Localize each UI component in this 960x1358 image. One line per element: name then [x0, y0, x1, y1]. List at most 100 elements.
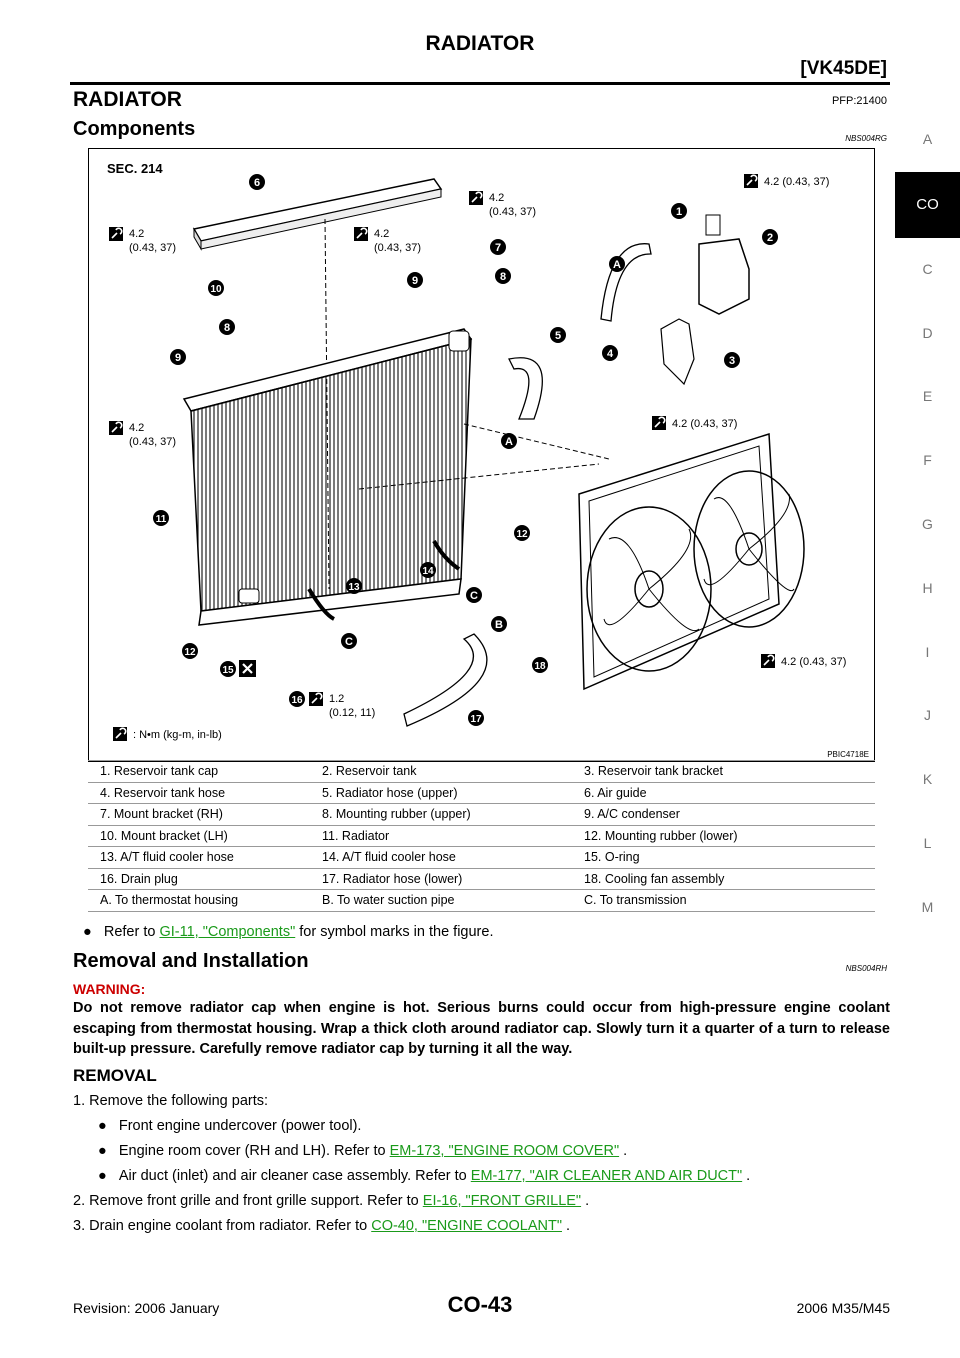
table-row: 10. Mount bracket (LH) 11. Radiator 12. … — [88, 824, 875, 847]
index-J[interactable]: J — [924, 707, 931, 724]
callout-6: 6 — [249, 174, 265, 190]
callout-10: 10 — [208, 280, 224, 296]
bullet-icon: ● — [98, 1118, 107, 1134]
svg-text:1: 1 — [676, 206, 682, 218]
removal-step-3: 3. Drain engine coolant from radiator. R… — [73, 1218, 571, 1234]
table-row: 1. Reservoir tank cap 2. Reservoir tank … — [88, 760, 875, 782]
index-L[interactable]: L — [923, 834, 932, 851]
cooling-fan-assembly-drawing — [358, 423, 805, 691]
torque-spec-7: 4.2 (0.43, 37) — [760, 653, 846, 669]
svg-text:(0.43, 37): (0.43, 37) — [374, 242, 421, 254]
page-number: CO-43 — [447, 1292, 513, 1317]
link-co-40[interactable]: CO-40, "ENGINE COOLANT" — [371, 1218, 562, 1234]
torque-spec-6: 4.2 (0.43, 37) — [651, 415, 737, 431]
svg-text:(0.12, 11): (0.12, 11) — [329, 707, 375, 719]
table-row: 7. Mount bracket (RH) 8. Mounting rubber… — [88, 803, 875, 825]
svg-text:10: 10 — [210, 284, 222, 295]
discard-icon — [239, 660, 256, 677]
svg-text:18: 18 — [534, 661, 546, 672]
index-C[interactable]: C — [922, 260, 933, 277]
link-em-173[interactable]: EM-173, "ENGINE ROOM COVER" — [389, 1143, 620, 1159]
callout-A-bottom: A — [501, 433, 517, 449]
bullet-icon: ● — [83, 924, 92, 940]
index-F[interactable]: F — [923, 452, 932, 469]
torque-wrench-icon — [743, 173, 759, 189]
index-D[interactable]: D — [922, 324, 933, 341]
callout-16: 16 — [289, 691, 305, 707]
callout-1: 1 — [671, 203, 687, 219]
link-gi-11[interactable]: GI-11, "Components" — [159, 924, 296, 940]
callout-B: B — [491, 616, 507, 632]
svg-text:A: A — [613, 259, 621, 271]
removal-bullet-2: ● Engine room cover (RH and LH). Refer t… — [98, 1143, 628, 1159]
callout-5: 5 — [550, 327, 566, 343]
svg-text:13: 13 — [348, 582, 360, 593]
callout-13: 13 — [346, 578, 362, 594]
svg-text:(0.43, 37): (0.43, 37) — [489, 206, 536, 218]
torque-wrench-icon — [760, 653, 776, 669]
torque-wrench-icon — [353, 226, 369, 242]
index-I[interactable]: I — [925, 643, 930, 660]
torque-spec-5: 4.2 (0.43, 37) — [108, 420, 176, 448]
index-CO[interactable]: CO — [895, 171, 960, 238]
svg-text:4.2: 4.2 — [129, 422, 144, 434]
callout-14: 14 — [420, 562, 436, 578]
callout-18: 18 — [532, 657, 548, 673]
callout-7: 7 — [490, 239, 506, 255]
torque-spec-1: 4.2 (0.43, 37) — [108, 226, 176, 254]
index-K[interactable]: K — [922, 771, 933, 788]
table-row: 16. Drain plug 17. Radiator hose (lower)… — [88, 867, 875, 890]
callout-8-top: 8 — [495, 268, 511, 284]
svg-text:8: 8 — [500, 271, 506, 283]
callout-A-top: A — [609, 256, 625, 272]
sec-label: SEC. 214 — [107, 161, 163, 176]
svg-text:C: C — [345, 636, 353, 648]
svg-text:C: C — [470, 590, 478, 602]
svg-text:A: A — [505, 436, 513, 448]
torque-wrench-icon — [468, 190, 484, 206]
radiator-exploded-diagram: SEC. 214 — [107, 161, 846, 742]
components-title: Components — [73, 118, 196, 140]
removal-bullet-1: ● Front engine undercover (power tool). — [98, 1118, 362, 1134]
index-M[interactable]: M — [921, 898, 934, 915]
index-A[interactable]: A — [922, 131, 933, 147]
callout-9-left: 9 — [170, 349, 186, 365]
components-figure: SEC. 214 — [88, 148, 875, 762]
callout-15: 15 — [220, 661, 236, 677]
header-rule — [70, 82, 890, 85]
callout-9-top: 9 — [407, 272, 423, 288]
reservoir-tank-drawing — [660, 214, 750, 386]
hoses-drawing — [307, 243, 652, 727]
table-row: 4. Reservoir tank hose 5. Radiator hose … — [88, 781, 875, 804]
page-header-title: RADIATOR — [425, 32, 535, 55]
svg-text:8: 8 — [224, 322, 230, 334]
pfp-code: PFP:21400 — [831, 95, 887, 107]
callout-3: 3 — [724, 352, 740, 368]
svg-text:4.2 (0.43, 37): 4.2 (0.43, 37) — [672, 418, 737, 430]
bullet-icon: ● — [98, 1143, 107, 1159]
svg-text:4: 4 — [607, 348, 614, 360]
index-H[interactable]: H — [922, 579, 933, 596]
footer-model: 2006 M35/M45 — [796, 1300, 890, 1316]
torque-wrench-icon — [108, 226, 124, 242]
torque-wrench-icon — [108, 420, 124, 436]
index-G[interactable]: G — [922, 515, 933, 532]
callout-12-left: 12 — [182, 643, 198, 659]
link-em-177[interactable]: EM-177, "AIR CLEANER AND AIR DUCT" — [470, 1168, 743, 1184]
callout-12-right: 12 — [514, 525, 530, 541]
torque-spec-3: 4.2 (0.43, 37) — [468, 190, 536, 218]
components-code: NBS004RG — [845, 134, 887, 143]
svg-text:14: 14 — [422, 566, 434, 577]
callout-C-left: C — [341, 633, 357, 649]
svg-text:17: 17 — [470, 714, 482, 725]
callout-2: 2 — [762, 229, 778, 245]
page-header-engine: [VK45DE] — [800, 58, 887, 79]
torque-wrench-icon — [651, 415, 667, 431]
footer-revision: Revision: 2006 January — [73, 1300, 220, 1316]
svg-text:4.2: 4.2 — [374, 228, 389, 240]
svg-text:2: 2 — [767, 232, 773, 244]
index-E[interactable]: E — [922, 388, 933, 405]
svg-text:7: 7 — [495, 242, 501, 254]
torque-wrench-icon — [308, 691, 324, 707]
link-ei-16[interactable]: EI-16, "FRONT GRILLE" — [422, 1193, 582, 1209]
